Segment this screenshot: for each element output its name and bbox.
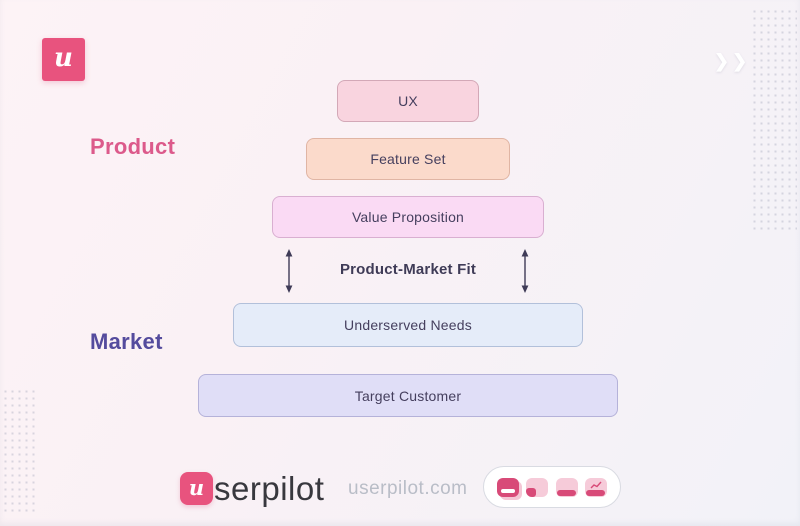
market-section-label: Market xyxy=(90,329,163,354)
feature-icons-pill xyxy=(483,466,621,508)
logo-letter: u xyxy=(54,42,73,73)
pyramid-box-value-proposition: Value Proposition xyxy=(272,196,544,238)
wordmark-u-badge: u xyxy=(180,472,213,505)
modal-icon-bar xyxy=(501,488,515,493)
banner-icon xyxy=(555,477,578,497)
userpilot-wordmark: u serpilot xyxy=(180,472,324,505)
analytics-icon-bar xyxy=(585,489,605,496)
pyramid-box-underserved-needs: Underserved Needs xyxy=(233,303,583,347)
double-headed-arrow-right xyxy=(521,249,529,293)
pyramid-box-target-customer: Target Customer xyxy=(198,374,618,417)
double-headed-arrow-left xyxy=(285,249,293,293)
slideout-icon-corner xyxy=(526,487,537,497)
modal-icon xyxy=(497,477,519,497)
analytics-icon xyxy=(584,477,607,497)
wordmark-text: serpilot xyxy=(214,470,325,507)
dot-pattern-bottom-left xyxy=(2,388,36,516)
dot-pattern-top-right xyxy=(751,8,797,232)
slideout-icon xyxy=(526,477,549,497)
banner-icon-bar xyxy=(556,489,576,496)
analytics-icon-line xyxy=(590,481,602,488)
pyramid-box-feature-set: Feature Set xyxy=(306,138,510,180)
wordmark-letter: u xyxy=(188,475,205,500)
product-market-fit-label: Product-Market Fit xyxy=(339,261,477,278)
website-url: userpilot.com xyxy=(348,478,468,499)
product-section-label: Product xyxy=(90,134,176,159)
chevron-right-icon: ❯❯ xyxy=(714,51,751,71)
pyramid-box-ux: UX xyxy=(337,80,479,122)
userpilot-logo-badge: u xyxy=(42,38,85,81)
